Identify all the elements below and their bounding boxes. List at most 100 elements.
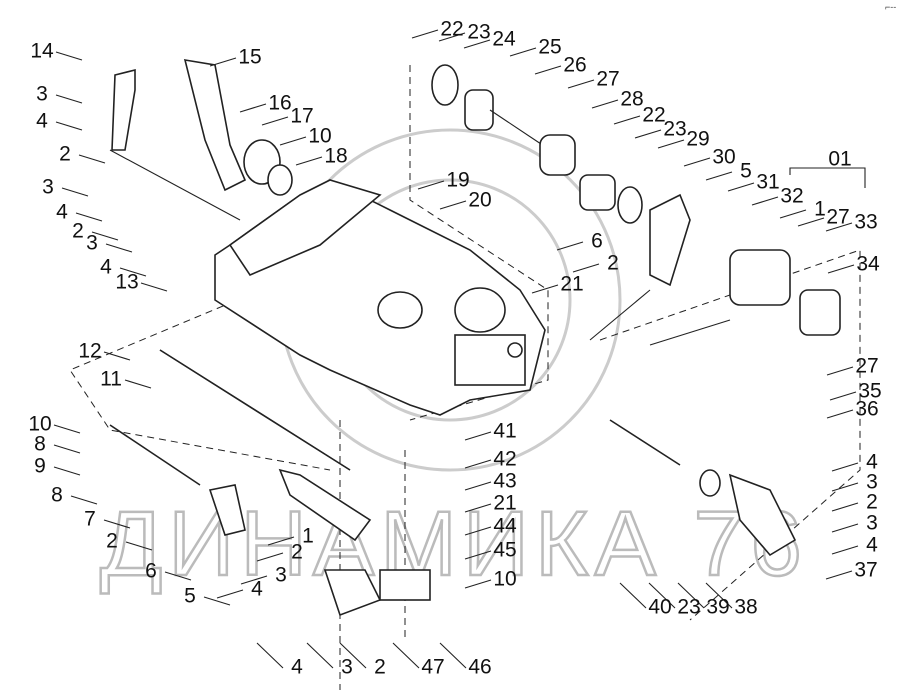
part-label: 3 (275, 564, 287, 587)
part-label: 23 (677, 596, 700, 619)
part-label: 38 (734, 596, 757, 619)
part-label: 6 (145, 560, 157, 583)
leader-line (464, 579, 492, 589)
leader-line (267, 536, 295, 546)
part-label: 16 (268, 92, 291, 115)
leader-line (683, 157, 711, 167)
part-label: 2 (291, 541, 303, 564)
part-label: 12 (78, 340, 101, 363)
leader-line (797, 217, 825, 227)
part-label: 45 (493, 539, 516, 562)
part-label: 8 (34, 433, 46, 456)
part-label: 40 (648, 596, 671, 619)
leader-line (70, 495, 98, 505)
leader-line (119, 267, 147, 277)
part-label: 31 (756, 171, 779, 194)
leader-line (392, 642, 420, 669)
leader-line (657, 139, 685, 149)
leader-line (438, 32, 466, 42)
part-label: 20 (468, 189, 491, 212)
part-label: 33 (854, 211, 877, 234)
part-label: 43 (493, 470, 516, 493)
part-label: 2 (866, 491, 878, 514)
part-label: 27 (826, 206, 849, 229)
leader-line (825, 222, 853, 232)
leader-line (240, 575, 268, 585)
leader-line (826, 366, 854, 376)
leader-line (55, 94, 83, 104)
part-label: 17 (290, 105, 313, 128)
leader-line (727, 182, 755, 192)
part-label: 14 (30, 40, 54, 63)
leader-line (279, 136, 307, 146)
leader-line (103, 351, 131, 361)
part-label: 4 (56, 201, 68, 224)
part-label: 46 (468, 656, 491, 679)
leader-line (209, 57, 237, 67)
part-label: 9 (34, 455, 46, 478)
part-label: 42 (493, 448, 516, 471)
leader-line (439, 642, 467, 669)
leader-line (634, 129, 662, 139)
part-label: 10 (28, 413, 51, 436)
group-label-01: 01 (828, 148, 851, 171)
leader-line (306, 642, 334, 669)
part-label: 32 (780, 185, 803, 208)
part-label: 21 (493, 492, 516, 515)
part-label: 44 (493, 515, 517, 538)
part-label: 4 (866, 534, 878, 557)
leader-line (464, 459, 492, 469)
part-label: 6 (591, 230, 603, 253)
leader-line (91, 231, 119, 241)
leader-line (339, 642, 367, 669)
part-label: 22 (642, 104, 665, 127)
part-label: 2 (72, 220, 84, 243)
leader-line (831, 462, 859, 472)
leader-line (78, 154, 106, 164)
part-label: 2 (607, 252, 619, 275)
leader-line (531, 284, 559, 294)
upper-left-levers (109, 59, 293, 221)
part-label: 11 (100, 368, 122, 391)
leader-line (556, 241, 584, 251)
part-label: 4 (100, 256, 112, 279)
leader-line (203, 596, 231, 606)
leader-line (705, 582, 733, 609)
part-label: 35 (858, 380, 881, 403)
leader-line (216, 589, 244, 599)
leader-line (53, 466, 81, 476)
part-label: 5 (740, 160, 752, 183)
leader-line (831, 545, 859, 555)
leader-line (53, 444, 81, 454)
part-label: 25 (538, 36, 561, 59)
leader-line (826, 409, 854, 419)
part-label: 4 (866, 451, 878, 474)
leader-line (534, 65, 562, 75)
part-label: 29 (686, 128, 709, 151)
leader-line (464, 526, 492, 536)
part-label: 2 (59, 143, 71, 166)
leader-line (509, 47, 537, 57)
part-label: 4 (251, 578, 263, 601)
leader-line (613, 115, 641, 125)
part-label: 10 (308, 125, 331, 148)
leader-line (164, 571, 192, 581)
part-label: 36 (855, 398, 878, 421)
part-label: 3 (866, 471, 878, 494)
leader-line (831, 502, 859, 512)
leader-line (464, 431, 492, 441)
leader-line (705, 171, 733, 181)
leader-line (567, 79, 595, 89)
leader-line (825, 570, 853, 580)
leader-line (831, 523, 859, 533)
watermark-text: ДИНАМИКА 76 (100, 493, 808, 595)
leader-line (256, 642, 284, 669)
lower-shafts (109, 349, 797, 617)
part-label: 15 (238, 46, 261, 69)
leader-line (591, 99, 619, 109)
part-label: 3 (866, 512, 878, 535)
part-label: 23 (467, 21, 490, 44)
leader-line (417, 180, 445, 190)
